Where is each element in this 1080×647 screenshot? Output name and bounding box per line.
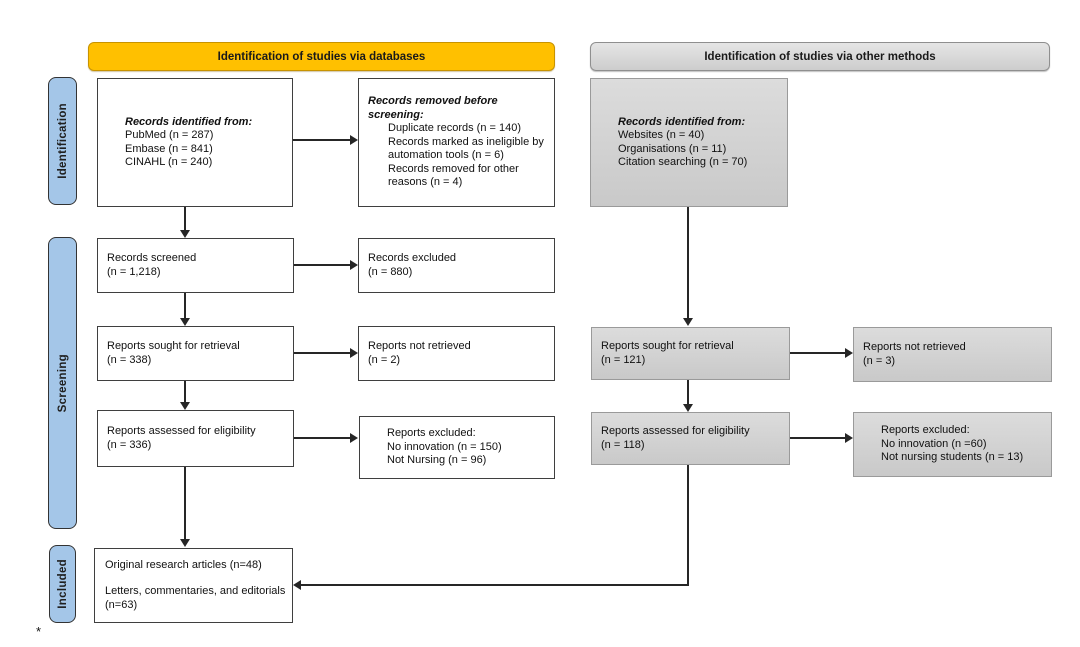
arrow-other-sought-to-assessed-line (687, 380, 689, 406)
arrow-other-identified-to-sought-head (683, 318, 693, 326)
records-screened-count: (n = 1,218) (107, 265, 161, 278)
arrow-db-assessed-to-excluded-head (350, 433, 358, 443)
box-records-excluded: Records excluded (n = 880) (358, 238, 555, 293)
box-records-removed-heading: Records removed before screening: (368, 95, 498, 121)
box-other-reports-assessed: Reports assessed for eligibility (n = 11… (591, 412, 790, 465)
arrow-db-sought-to-assessed-line (184, 381, 186, 403)
arrow-other-sought-to-assessed-head (683, 404, 693, 412)
arrow-other-assessed-to-included-head (293, 580, 301, 590)
arrow-screened-to-excluded-line (294, 264, 351, 266)
stage-label-identification: Identification (56, 103, 69, 179)
other-reports-excluded-heading: Reports excluded: (881, 424, 970, 437)
stage-label-screening: Screening (56, 353, 69, 413)
arrow-db-identified-to-removed-head (350, 135, 358, 145)
banner-databases-label: Identification of studies via databases (217, 50, 426, 63)
arrow-db-sought-to-not-retrieved-head (350, 348, 358, 358)
box-records-screened: Records screened (n = 1,218) (97, 238, 294, 293)
arrow-other-sought-to-not-retrieved-line (790, 352, 846, 354)
db-source-cinahl: CINAHL (n = 240) (125, 156, 213, 168)
box-other-records-identified-heading: Records identified from: (618, 115, 746, 128)
other-reports-sought-count: (n = 121) (601, 353, 646, 366)
other-source-websites: Websites (n = 40) (618, 129, 705, 141)
other-not-retrieved-count: (n = 3) (863, 354, 896, 367)
other-excluded-no-innovation: No innovation (n =60) (881, 437, 987, 450)
removed-automation: Records marked as ineligible by automati… (388, 135, 544, 162)
box-records-removed: Records removed before screening: Duplic… (358, 78, 555, 207)
other-reports-sought-label: Reports sought for retrieval (601, 340, 734, 352)
arrow-db-sought-to-not-retrieved-line (294, 352, 351, 354)
arrow-db-sought-to-assessed-head (180, 402, 190, 410)
box-other-reports-not-retrieved: Reports not retrieved (n = 3) (853, 327, 1052, 382)
footnote-asterisk: * (36, 624, 42, 639)
arrow-screened-to-excluded-head (350, 260, 358, 270)
arrow-other-sought-to-not-retrieved-head (845, 348, 853, 358)
records-excluded-count: (n = 880) (368, 265, 413, 278)
stage-chip-included: Included (49, 545, 76, 623)
included-letters-editorials: Letters, commentaries, and editorials (n… (105, 585, 286, 611)
arrow-other-assessed-to-excluded-head (845, 433, 853, 443)
banner-other-methods-label: Identification of studies via other meth… (704, 50, 936, 63)
other-reports-assessed-count: (n = 118) (601, 438, 645, 451)
box-db-reports-excluded: Reports excluded: No innovation (n = 150… (359, 416, 555, 479)
arrow-db-identified-to-removed-line (293, 139, 351, 141)
box-other-reports-sought: Reports sought for retrieval (n = 121) (591, 327, 790, 380)
arrow-other-assessed-to-included-hline (300, 584, 689, 586)
arrow-db-assessed-to-included-head (180, 539, 190, 547)
arrow-other-identified-to-sought-line (687, 207, 689, 319)
removed-other: Records removed for other reasons (n = 4… (388, 162, 519, 189)
db-source-embase: Embase (n = 841) (125, 142, 213, 155)
stage-chip-identification: Identification (48, 77, 77, 205)
db-reports-assessed-count: (n = 336) (107, 438, 152, 451)
box-db-reports-sought: Reports sought for retrieval (n = 338) (97, 326, 294, 381)
arrow-other-assessed-to-excluded-line (790, 437, 846, 439)
banner-databases: Identification of studies via databases (88, 42, 555, 71)
db-reports-assessed-label: Reports assessed for eligibility (107, 425, 256, 437)
other-source-organisations: Organisations (n = 11) (618, 142, 727, 155)
other-excluded-not-nursing-students: Not nursing students (n = 13) (881, 451, 1024, 464)
db-not-retrieved-label: Reports not retrieved (368, 340, 471, 352)
box-included: Original research articles (n=48) Letter… (94, 548, 293, 623)
other-source-citation: Citation searching (n = 70) (618, 156, 748, 168)
removed-duplicates: Duplicate records (n = 140) (388, 122, 521, 135)
box-db-reports-assessed: Reports assessed for eligibility (n = 33… (97, 410, 294, 467)
records-excluded-label: Records excluded (368, 252, 457, 264)
banner-other-methods: Identification of studies via other meth… (590, 42, 1050, 71)
stage-chip-screening: Screening (48, 237, 77, 529)
box-db-records-identified-heading: Records identified from: (125, 115, 253, 128)
db-excluded-not-nursing: Not Nursing (n = 96) (387, 454, 487, 467)
arrow-db-assessed-to-included-line (184, 467, 186, 540)
db-reports-sought-label: Reports sought for retrieval (107, 340, 240, 352)
included-original-articles: Original research articles (n=48) (105, 558, 262, 571)
other-not-retrieved-label: Reports not retrieved (863, 341, 966, 353)
arrow-db-identified-to-screened-line (184, 207, 186, 231)
db-reports-excluded-heading: Reports excluded: (387, 427, 476, 440)
box-db-records-identified: Records identified from: PubMed (n = 287… (97, 78, 293, 207)
arrow-screened-to-sought-head (180, 318, 190, 326)
arrow-screened-to-sought-line (184, 293, 186, 319)
stage-label-included: Included (56, 559, 69, 609)
box-other-reports-excluded: Reports excluded: No innovation (n =60) … (853, 412, 1052, 477)
arrow-db-identified-to-screened-head (180, 230, 190, 238)
db-reports-sought-count: (n = 338) (107, 353, 152, 366)
box-db-reports-not-retrieved: Reports not retrieved (n = 2) (358, 326, 555, 381)
records-screened-label: Records screened (107, 252, 197, 264)
arrow-db-assessed-to-excluded-line (294, 437, 351, 439)
db-excluded-no-innovation: No innovation (n = 150) (387, 440, 502, 453)
box-other-records-identified: Records identified from: Websites (n = 4… (590, 78, 788, 207)
arrow-other-assessed-to-included-vline (687, 465, 689, 586)
db-source-pubmed: PubMed (n = 287) (125, 129, 214, 141)
other-reports-assessed-label: Reports assessed for eligibility (601, 425, 750, 437)
db-not-retrieved-count: (n = 2) (368, 353, 401, 366)
